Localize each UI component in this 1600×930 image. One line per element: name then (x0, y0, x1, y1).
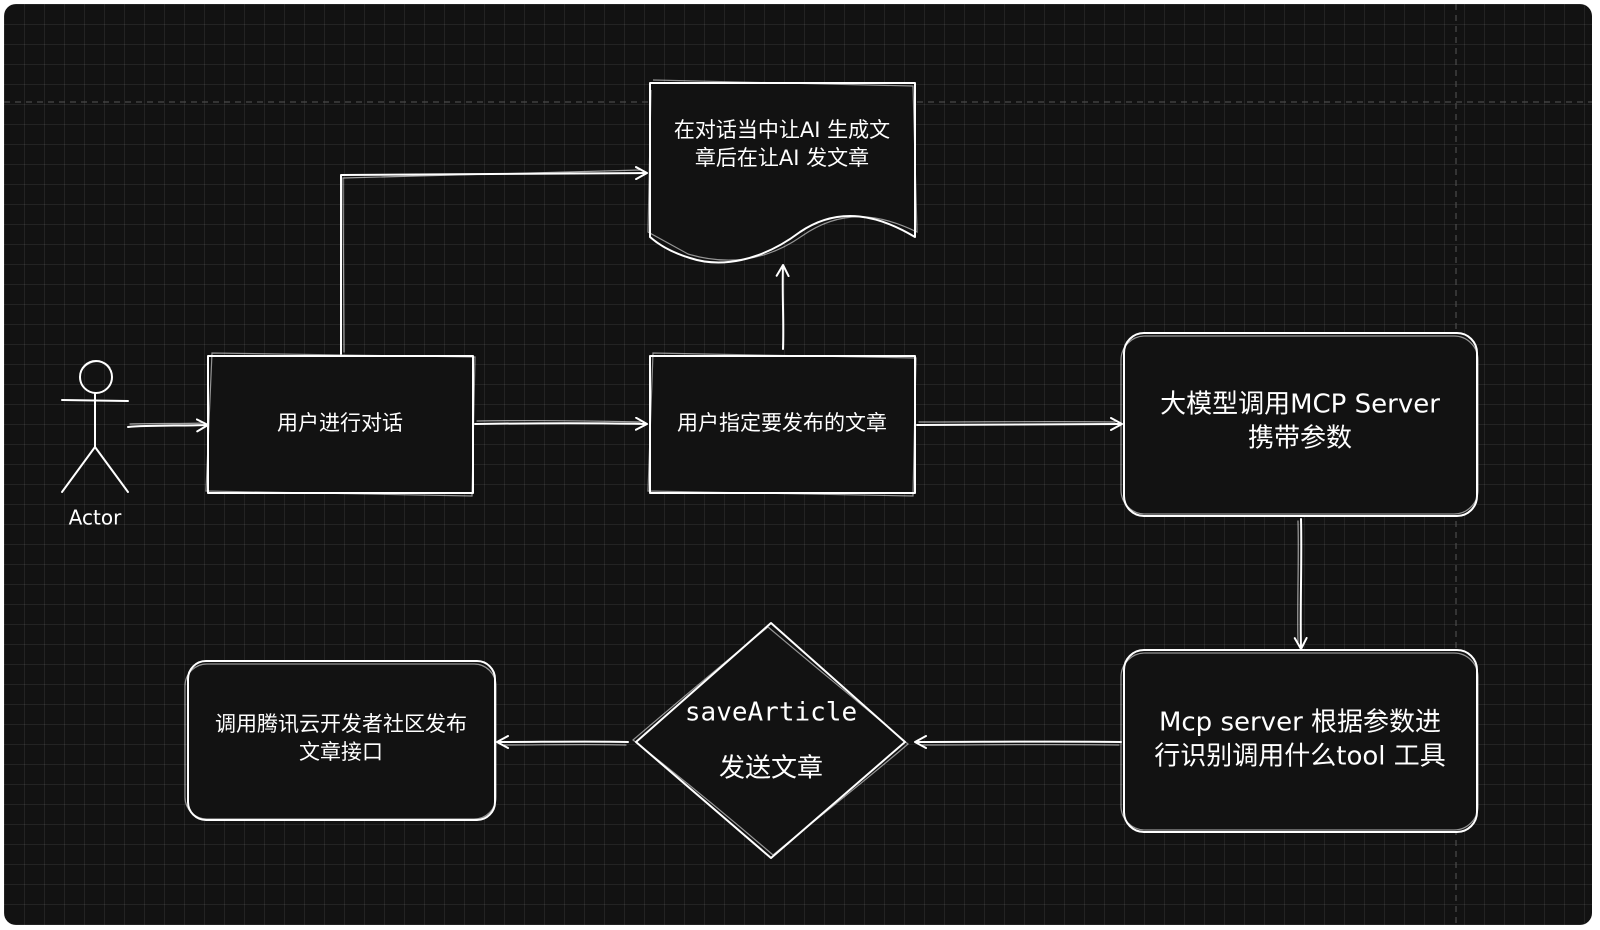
node-ai-document-line1: 在对话当中让AI 生成文 (674, 118, 890, 142)
actor[interactable]: Actor (61, 360, 129, 530)
node-user-select-label: 用户指定要发布的文章 (677, 411, 887, 435)
edge-llm-call-to-mcp-identify (1293, 518, 1308, 650)
node-user-dialog[interactable]: 用户进行对话 (205, 352, 476, 497)
diagram-canvas: Actor 用户进行对话 在对话当中让AI 生成文 章后在让AI 发文章 用户指… (4, 4, 1592, 925)
node-save-article-diamond (635, 622, 906, 859)
node-tencent-api-line1: 调用腾讯云开发者社区发布 (215, 712, 467, 736)
node-save-article[interactable]: saveArticle 发送文章 (632, 622, 909, 859)
actor-label: Actor (69, 506, 122, 530)
node-llm-call-line2: 携带参数 (1248, 424, 1352, 454)
node-tencent-api-line2: 文章接口 (299, 740, 383, 764)
node-mcp-identify-line2: 行识别调用什么tool 工具 (1154, 742, 1446, 772)
edge-user-select-to-ai-document (775, 264, 790, 350)
edge-sketch (342, 169, 641, 353)
node-llm-call[interactable]: 大模型调用MCP Server 携带参数 (1120, 332, 1479, 517)
sketch-outline (647, 79, 918, 261)
node-tencent-api-box (187, 660, 496, 821)
node-ai-document-shape (649, 82, 916, 264)
node-ai-document[interactable]: 在对话当中让AI 生成文 章后在让AI 发文章 (647, 79, 918, 264)
node-mcp-identify-line1: Mcp server 根据参数进 (1159, 708, 1441, 738)
node-llm-call-box (1123, 332, 1478, 517)
sketch-outline (1120, 652, 1479, 831)
sketch-outline (647, 352, 917, 497)
edges (127, 166, 1308, 749)
edge-actor-to-user-dialog (127, 418, 209, 433)
node-save-article-line1: saveArticle (685, 698, 857, 728)
sketch-outline (184, 663, 497, 820)
node-tencent-api[interactable]: 调用腾讯云开发者社区发布 文章接口 (184, 660, 497, 821)
node-mcp-identify[interactable]: Mcp server 根据参数进 行识别调用什么tool 工具 (1120, 649, 1479, 833)
edge-user-dialog-to-ai-document (340, 166, 648, 355)
node-user-dialog-label: 用户进行对话 (277, 411, 403, 435)
node-mcp-identify-box (1123, 649, 1478, 833)
stick-figure-icon (61, 360, 129, 493)
sketch-outline (632, 626, 909, 856)
edge-sketch (129, 422, 204, 425)
flowchart-svg: Actor 用户进行对话 在对话当中让AI 生成文 章后在让AI 发文章 用户指… (4, 4, 1592, 925)
edge-sketch (1297, 520, 1299, 643)
sketch-outline (1120, 335, 1479, 515)
node-user-select[interactable]: 用户指定要发布的文章 (647, 352, 917, 497)
edge-sketch (476, 419, 641, 423)
edge-user-select-to-llm-call (916, 417, 1123, 432)
edge-user-dialog-to-user-select (474, 416, 648, 431)
node-llm-call-line1: 大模型调用MCP Server (1160, 390, 1440, 420)
node-ai-document-line2: 章后在让AI 发文章 (695, 146, 869, 170)
sketch-outline (205, 352, 476, 497)
node-save-article-line2: 发送文章 (719, 754, 823, 784)
